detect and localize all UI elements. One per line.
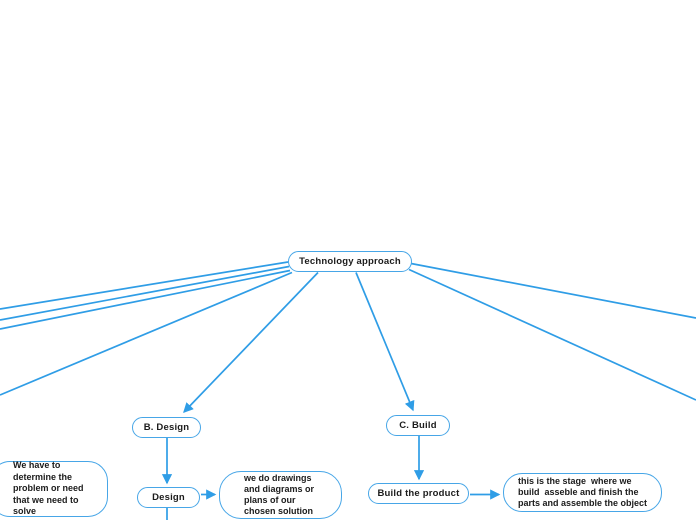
node-c-build[interactable]: C. Build	[386, 415, 450, 436]
node-build-the-product[interactable]: Build the product	[368, 483, 469, 504]
edge-root-to-offscreen-left-3	[0, 269, 291, 330]
edge-root-to-b-design	[183, 271, 319, 413]
note-build-stage-text: this is the stage where we build asseble…	[518, 476, 648, 508]
node-technology-approach[interactable]: Technology approach	[288, 251, 412, 272]
node-b-design-label: B. Design	[143, 422, 190, 433]
node-c-build-label: C. Build	[399, 420, 437, 431]
edge-root-to-offscreen-left-2	[0, 265, 290, 321]
edge-root-to-offscreen-right-2	[408, 268, 696, 401]
note-investigate-problem-text: We have to determine the problem or need…	[13, 460, 84, 517]
node-technology-approach-label: Technology approach	[299, 256, 401, 267]
node-b-design[interactable]: B. Design	[132, 417, 201, 438]
note-design-drawings[interactable]: we do drawings and diagrams or plans of …	[219, 471, 342, 519]
edge-root-to-offscreen-left-4	[0, 271, 293, 396]
node-design[interactable]: Design	[137, 487, 200, 508]
node-design-label: Design	[152, 492, 185, 503]
note-build-stage[interactable]: this is the stage where we build asseble…	[503, 473, 662, 512]
edge-root-to-offscreen-right-1	[410, 262, 696, 319]
node-build-the-product-label: Build the product	[377, 488, 460, 499]
edge-root-to-offscreen-left-1	[0, 261, 289, 310]
note-investigate-problem[interactable]: We have to determine the problem or need…	[0, 460, 108, 517]
edge-root-to-c-build	[355, 272, 415, 412]
note-design-drawings-text: we do drawings and diagrams or plans of …	[244, 473, 315, 516]
